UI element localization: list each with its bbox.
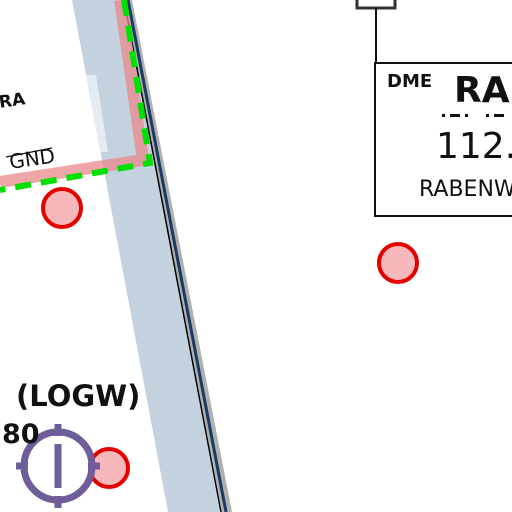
dme-station-name-label: RABENW — [419, 177, 512, 202]
airspace-band — [72, 0, 220, 512]
airfield-name-label: (LOGW) — [16, 379, 141, 413]
altitude-leader-line — [5, 147, 53, 158]
dme-frequency-label: 112. — [436, 126, 512, 167]
reporting-point-2 — [377, 242, 419, 284]
dme-info-box: DME RA 112. RABENW — [374, 62, 512, 217]
boundary-navy-line — [126, 0, 228, 512]
airfield-elevation-label: 80 — [2, 419, 40, 450]
airspace-lower-limit: GND — [7, 143, 57, 174]
dme-station-symbol — [355, 0, 397, 10]
airfield-symbol — [16, 424, 100, 508]
morse-code-icon — [442, 114, 504, 117]
reporting-point-1 — [41, 187, 83, 229]
dme-ident-label: RA — [454, 70, 510, 111]
airspace-inner-highlight — [86, 75, 108, 152]
boundary-green-dashed — [0, 0, 154, 193]
airspace-partial-label: RA — [0, 89, 27, 113]
airspace-edge-red — [0, 0, 150, 188]
dme-type-label: DME — [387, 71, 433, 92]
